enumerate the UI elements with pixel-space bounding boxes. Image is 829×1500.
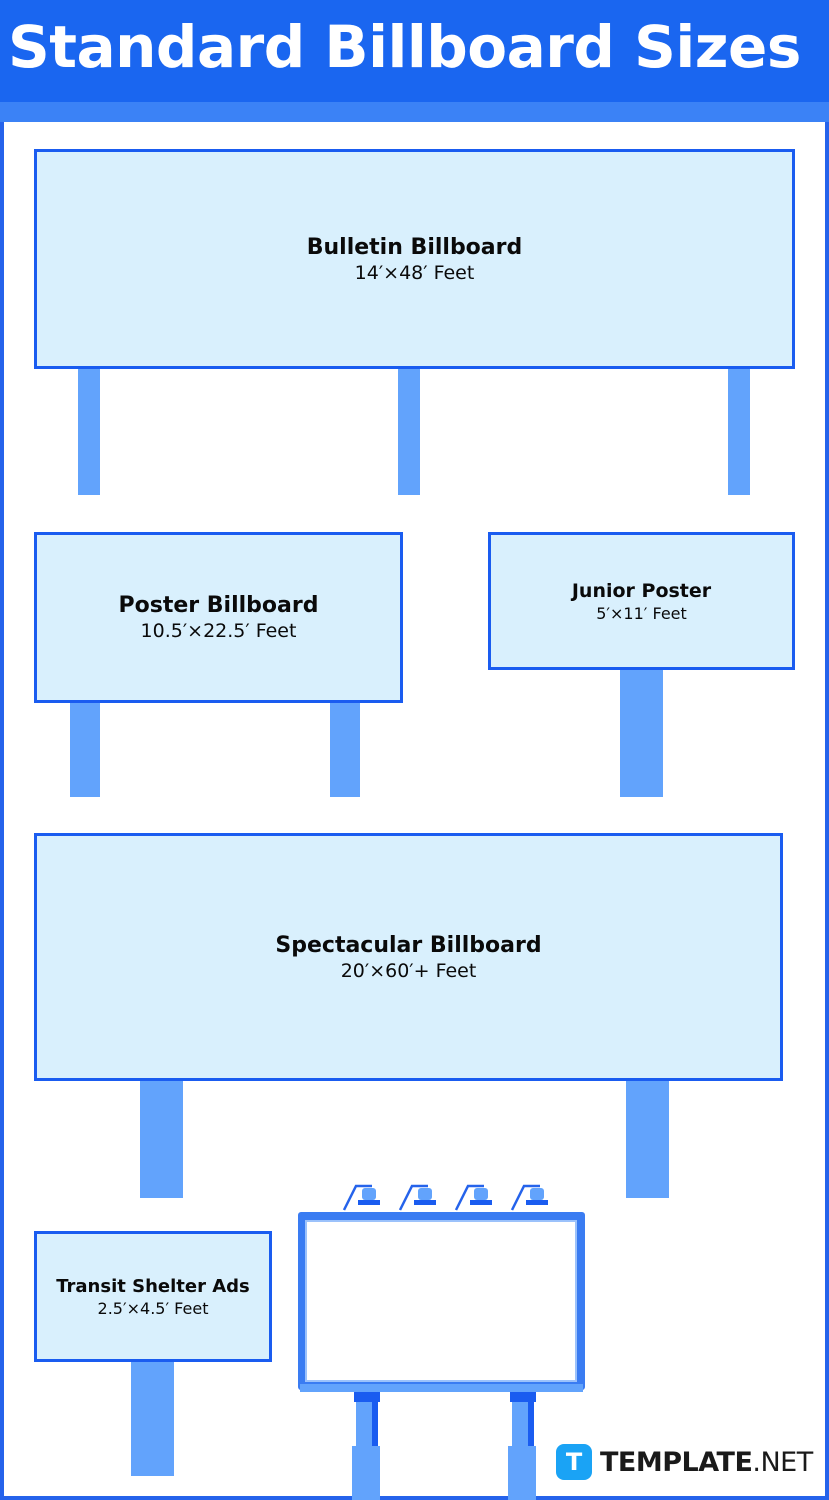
template-logo-icon: T: [556, 1444, 592, 1480]
transit-shelter-ads-size: 2.5′×4.5′ Feet: [97, 1298, 209, 1318]
header-banner: Standard Billboard Sizes: [0, 0, 829, 102]
template-logo-text: TEMPLATE.NET: [600, 1447, 813, 1478]
spectacular-billboard-size: 20′×60′+ Feet: [340, 959, 477, 982]
junior-poster: Junior Poster 5′×11′ Feet: [488, 532, 795, 670]
transit-shelter-ads-name: Transit Shelter Ads: [56, 1275, 250, 1297]
junior-post: [620, 670, 663, 797]
spectacular-post-right: [626, 1081, 669, 1198]
transit-shelter-ads: Transit Shelter Ads 2.5′×4.5′ Feet: [34, 1231, 272, 1362]
page-title: Standard Billboard Sizes: [8, 13, 801, 81]
logo-brand: TEMPLATE: [600, 1446, 753, 1478]
poster-post-left: [70, 703, 100, 797]
spectacular-billboard: Spectacular Billboard 20′×60′+ Feet: [34, 833, 783, 1081]
poster-billboard: Poster Billboard 10.5′×22.5′ Feet: [34, 532, 403, 703]
poster-post-right: [330, 703, 360, 797]
poster-billboard-name: Poster Billboard: [118, 593, 319, 618]
junior-poster-size: 5′×11′ Feet: [596, 603, 687, 623]
bulletin-post-right: [728, 369, 750, 495]
billboard-lamps-icon: [342, 1184, 548, 1211]
bulletin-post-middle: [398, 369, 420, 495]
bulletin-post-left: [78, 369, 100, 495]
spectacular-billboard-name: Spectacular Billboard: [275, 932, 542, 958]
header-strip: [0, 102, 829, 122]
content-frame: [0, 122, 829, 1500]
bulletin-billboard-size: 14′×48′ Feet: [354, 261, 475, 284]
logo-suffix: .NET: [752, 1446, 813, 1478]
illustration-billboard-screen: [305, 1220, 577, 1382]
template-net-logo[interactable]: T TEMPLATE.NET: [556, 1444, 813, 1480]
illustration-billboard-base: [300, 1384, 583, 1392]
transit-post: [131, 1362, 174, 1476]
bulletin-billboard-name: Bulletin Billboard: [306, 234, 523, 260]
illustration-billboard-legs: [352, 1392, 536, 1500]
spectacular-post-left: [140, 1081, 183, 1198]
junior-poster-name: Junior Poster: [571, 579, 712, 602]
bulletin-billboard: Bulletin Billboard 14′×48′ Feet: [34, 149, 795, 369]
poster-billboard-size: 10.5′×22.5′ Feet: [140, 620, 297, 642]
